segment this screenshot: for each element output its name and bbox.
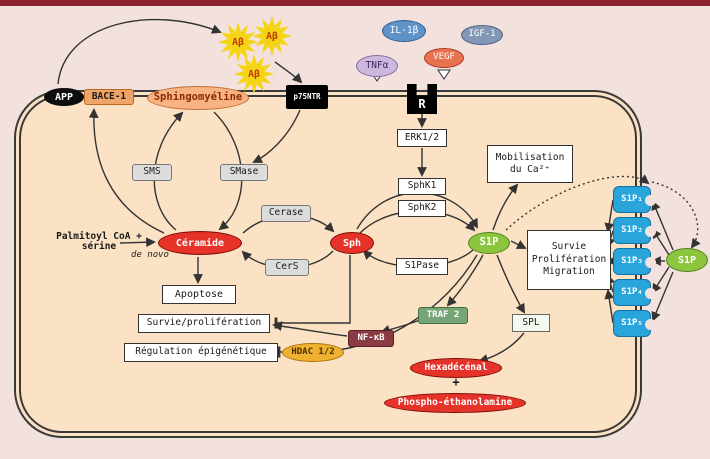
calcium-mobilisation-box: Mobilisation du Ca²⁺ [487, 145, 573, 183]
sphingomyelin-node: Sphingomyéline [147, 86, 249, 110]
nfkb-node: NF-κB [348, 330, 394, 347]
sphk1-enzyme: SphK1 [398, 178, 446, 195]
amyloid-beta-star: Aβ [252, 16, 292, 56]
receptor-notch [645, 257, 656, 268]
top-accent-bar [0, 0, 710, 6]
igf1-ligand: IGF-1 [461, 25, 503, 45]
palmitoyl-serine-label: Palmitoyl CoA + sérine [56, 230, 142, 252]
s1p4-receptor-label: S1P₄ [621, 286, 643, 297]
app-protein: APP [44, 88, 84, 106]
s1p5-receptor-label: S1P₅ [621, 317, 643, 328]
cytokine-receptor-r: R [407, 84, 437, 114]
s1pase-enzyme: S1Pase [396, 258, 448, 275]
sphingosine-node: Sph [330, 232, 374, 254]
cerase-enzyme: Cerase [261, 205, 311, 222]
epigenetic-regulation-box: Régulation épigénétique [124, 343, 278, 362]
s1p-extracellular-node: S1P [666, 248, 708, 272]
amyloid-beta-star: Aβ [218, 22, 258, 62]
s1p2-receptor-label: S1P₂ [621, 224, 643, 235]
phosphoethanolamine-node: Phospho-éthanolamine [384, 393, 526, 413]
bace1-enzyme: BACE-1 [84, 89, 134, 105]
il1b-ligand: IL-1β [382, 20, 426, 42]
erk-node: ERK1/2 [397, 129, 447, 147]
amyloid-beta-star: Aβ [234, 54, 274, 94]
smase-enzyme: SMase [220, 164, 268, 181]
cers-enzyme: CerS [265, 259, 309, 276]
hdac-enzyme: HDAC 1/2 [282, 343, 344, 362]
ceramide-node: Céramide [158, 231, 242, 255]
survival-proliferation-box: Survie/prolifération [138, 314, 270, 333]
s1p4-receptor: S1P₄ [613, 279, 656, 306]
spl-enzyme: SPL [512, 314, 550, 332]
survival-proliferation-migration-box: Survie Prolifération Migration [527, 230, 611, 290]
traf2-node: TRAF 2 [418, 307, 468, 324]
p75ntr-receptor: p75NTR [286, 85, 328, 109]
s1p3-receptor: S1P₃ [613, 248, 656, 275]
receptor-notch [645, 226, 656, 237]
receptor-notch [645, 195, 656, 206]
tnfa-ligand: TNFα [356, 55, 398, 77]
receptor-notch [645, 319, 656, 330]
s1p2-receptor: S1P₂ [613, 217, 656, 244]
s1p3-receptor-label: S1P₃ [621, 255, 643, 266]
s1p1-receptor: S1P₁ [613, 186, 656, 213]
plus-sign: + [452, 375, 460, 390]
vegf-ligand: VEGF [424, 48, 464, 68]
s1p-node: S1P [468, 232, 510, 254]
sms-enzyme: SMS [132, 164, 172, 181]
receptor-notch [645, 288, 656, 299]
s1p1-receptor-label: S1P₁ [621, 193, 643, 204]
de-novo-label: de novo [131, 250, 169, 261]
sphk2-enzyme: SphK2 [398, 200, 446, 217]
apoptosis-box: Apoptose [162, 285, 236, 304]
s1p5-receptor: S1P₅ [613, 310, 656, 337]
